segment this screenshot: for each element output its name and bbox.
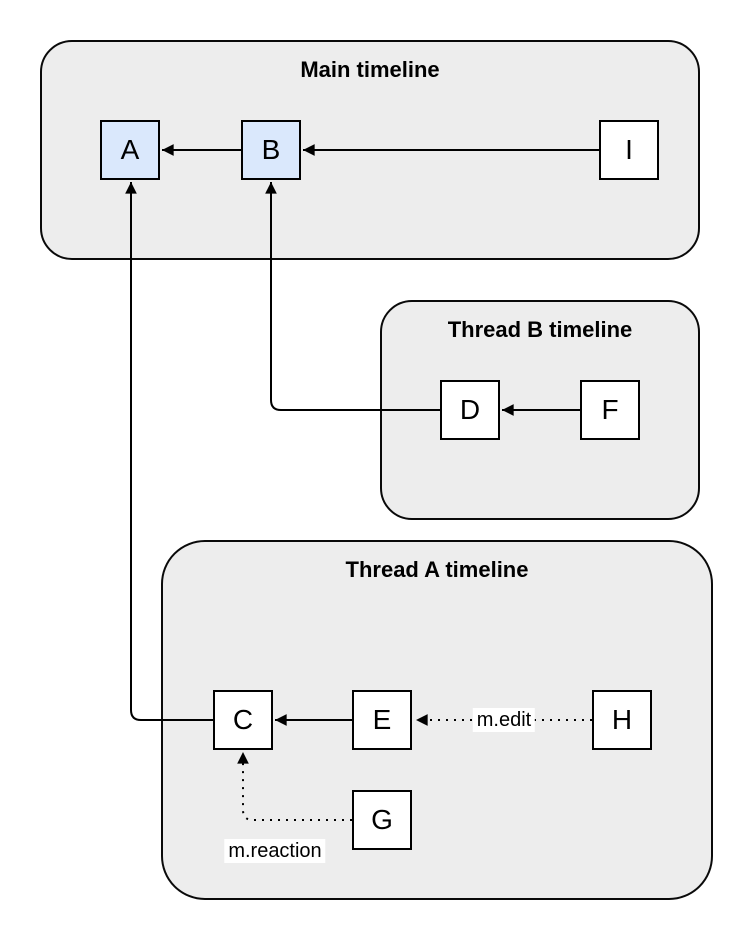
edge-label-m-edit: m.edit	[472, 708, 536, 732]
container-thread-b-timeline: Thread B timeline	[380, 300, 700, 520]
thread-a-timeline-title: Thread A timeline	[345, 557, 529, 582]
node-h: H	[592, 690, 652, 750]
node-g: G	[352, 790, 412, 850]
node-e: E	[352, 690, 412, 750]
thread-b-timeline-title: Thread B timeline	[447, 317, 633, 342]
main-timeline-title: Main timeline	[300, 57, 440, 82]
node-c: C	[213, 690, 273, 750]
node-i: I	[599, 120, 659, 180]
edge-label-m-reaction: m.reaction	[224, 839, 326, 863]
node-f: F	[580, 380, 640, 440]
node-a: A	[100, 120, 160, 180]
node-b: B	[241, 120, 301, 180]
node-d: D	[440, 380, 500, 440]
